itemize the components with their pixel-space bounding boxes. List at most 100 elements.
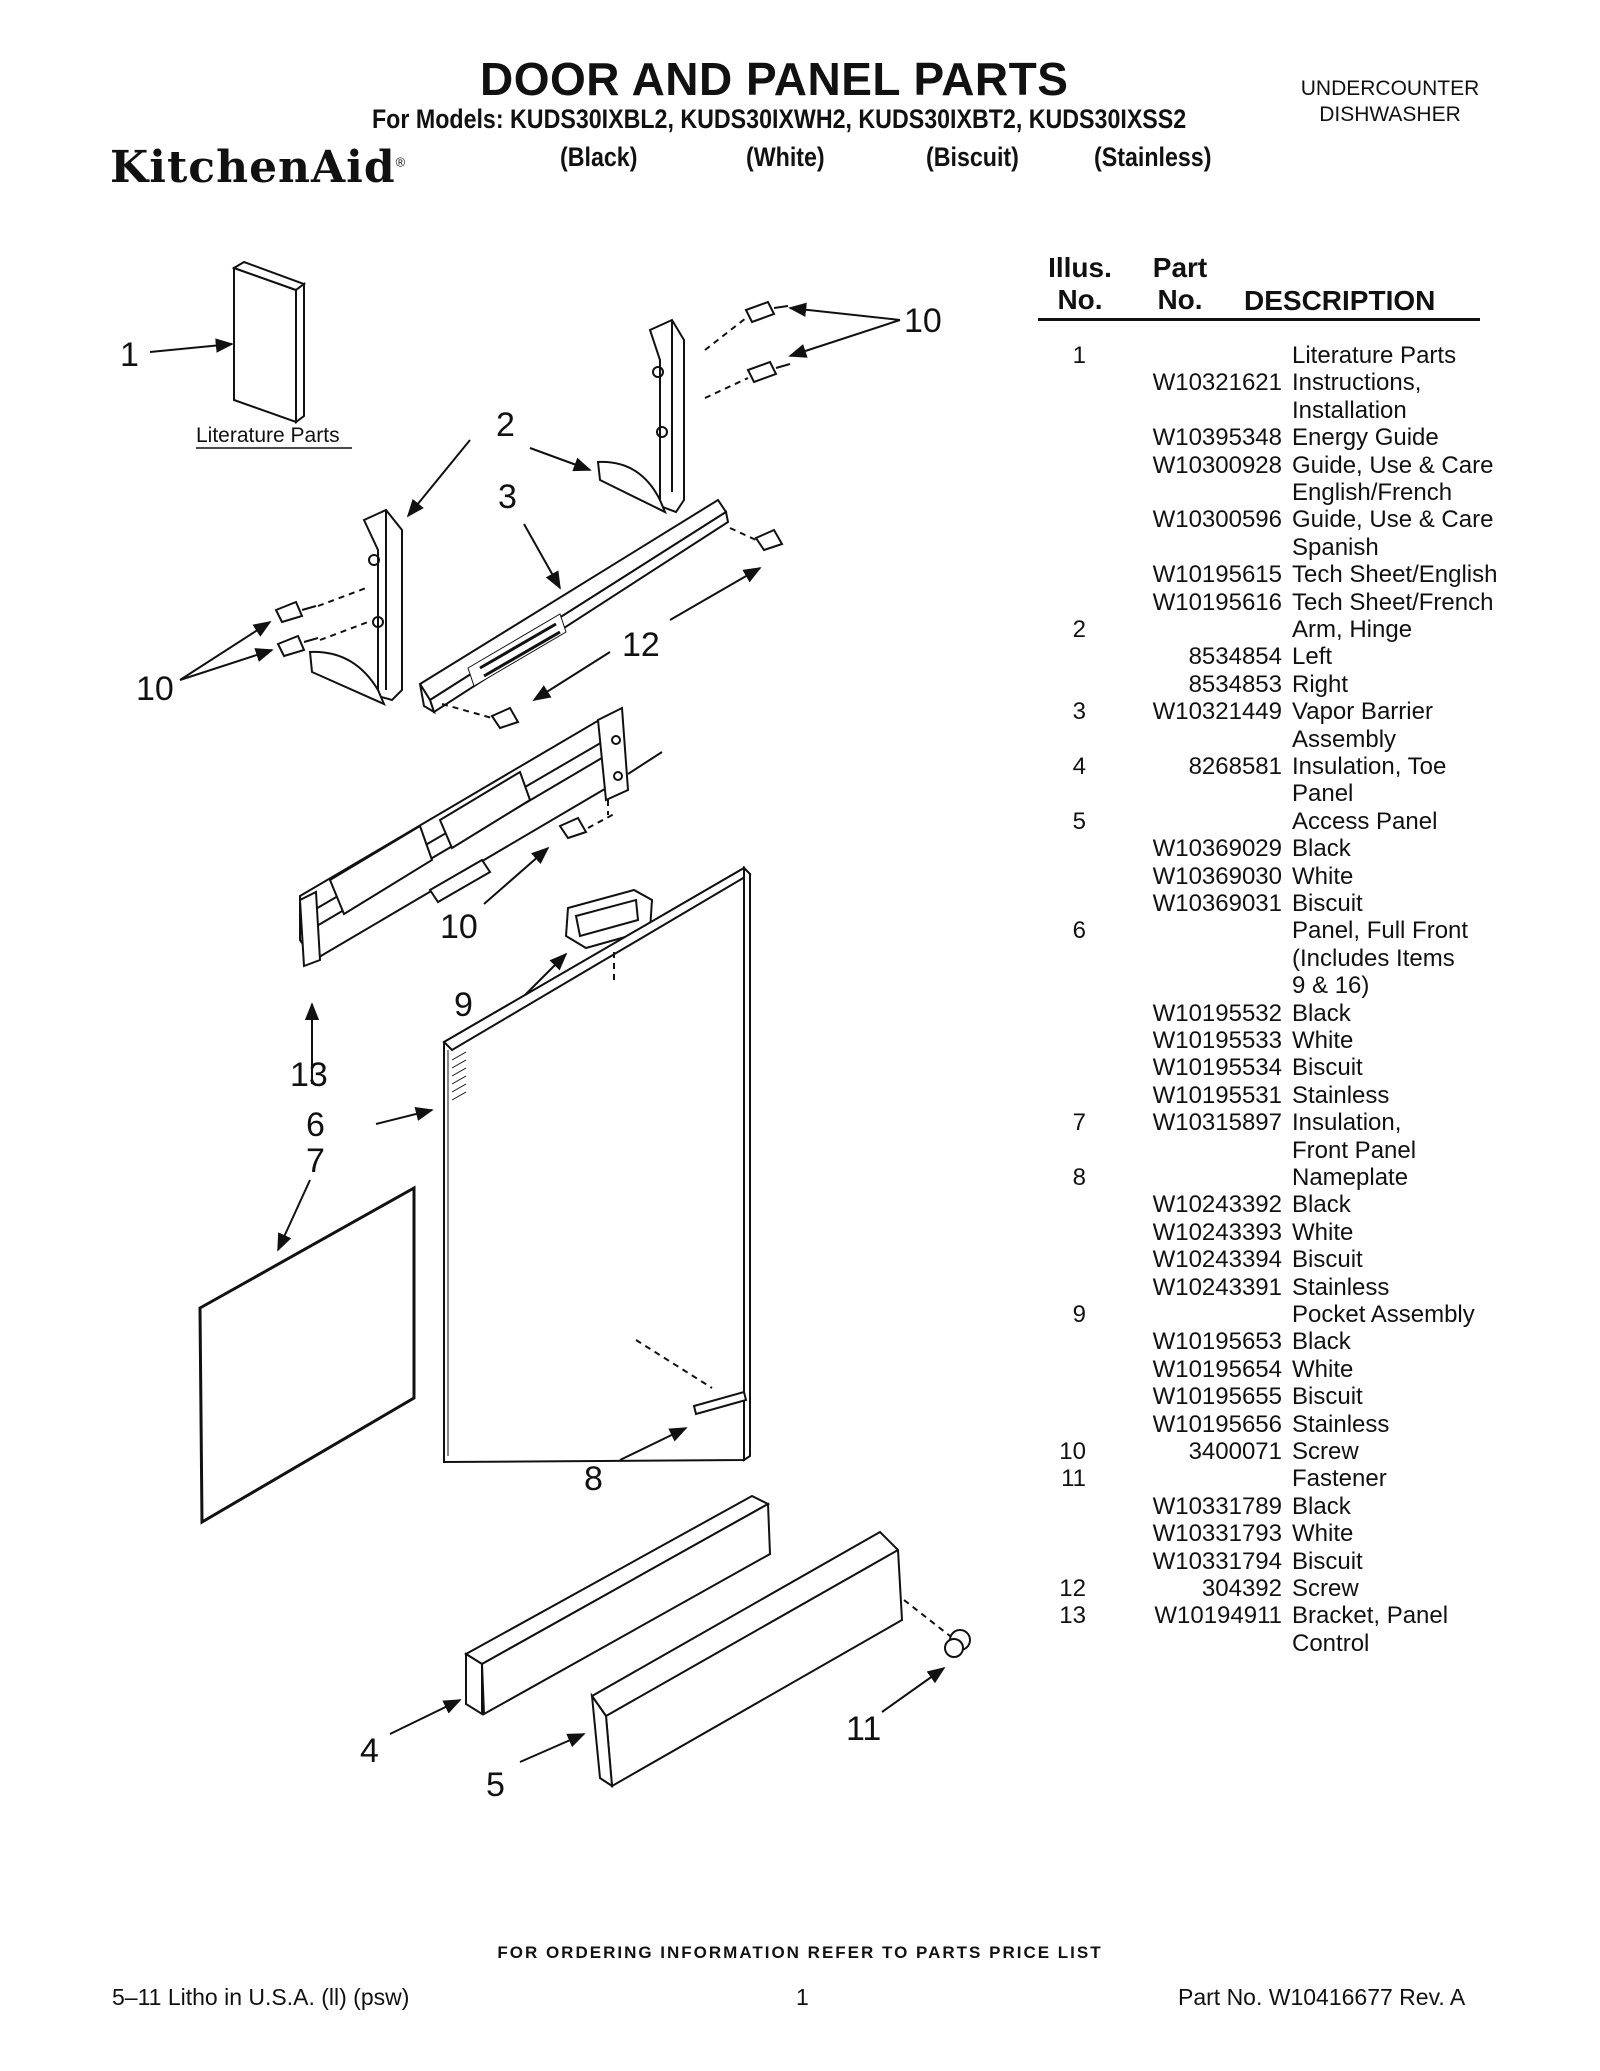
- part-no: W10195615: [1152, 561, 1282, 589]
- part-description: Pocket Assembly: [1292, 1301, 1475, 1328]
- part-description: Left: [1292, 643, 1333, 671]
- part-description: White: [1292, 1218, 1354, 1246]
- part-description: Panel, Full Front: [1292, 917, 1469, 945]
- part-description: Stainless: [1292, 1410, 1390, 1438]
- part-no: 304392: [1201, 1575, 1282, 1602]
- illus-no: 5: [1072, 807, 1086, 835]
- fastener: [944, 1629, 971, 1658]
- nameplate: [635, 1339, 748, 1416]
- part-no: 3400071: [1188, 1438, 1282, 1465]
- part-no: W10195655: [1152, 1383, 1282, 1411]
- part-no: W10195532: [1152, 999, 1282, 1027]
- part-description: Literature Parts: [1292, 342, 1457, 369]
- table-row: Assembly: [1040, 726, 1500, 753]
- illus-no: 9: [1072, 1301, 1086, 1328]
- part-no: W10195531: [1152, 1081, 1282, 1109]
- part-description: Biscuit: [1292, 1054, 1363, 1082]
- part-no: W10195534: [1152, 1054, 1282, 1082]
- leader-11: [881, 1666, 946, 1713]
- table-row: 9 Pocket Assembly: [1040, 1301, 1500, 1328]
- part-no: W10300596: [1152, 506, 1282, 534]
- part-description: Spanish: [1292, 533, 1379, 561]
- part-description: Right: [1292, 670, 1349, 698]
- description-header: DESCRIPTION: [1244, 285, 1436, 316]
- page-title: DOOR AND PANEL PARTS: [480, 53, 1069, 105]
- part-description: Panel: [1292, 780, 1354, 808]
- leader-12-b: [532, 651, 611, 701]
- part-no: W10300928: [1152, 451, 1282, 479]
- table-row: English/French: [1040, 479, 1500, 506]
- illus-header-line1: Illus.: [1048, 252, 1112, 283]
- part-description: Insulation,: [1292, 1109, 1402, 1137]
- appliance-type: UNDERCOUNTER DISHWASHER: [1280, 76, 1500, 128]
- screw-bracket: [558, 816, 588, 840]
- leader-5: [519, 1733, 586, 1763]
- table-header-rule: [1038, 318, 1480, 321]
- screw-left-1: [274, 600, 317, 624]
- hinge-arm-left: [308, 508, 403, 706]
- front-panel: [442, 865, 752, 1464]
- appliance-line-1: UNDERCOUNTER: [1300, 77, 1480, 100]
- illus-no: 11: [1061, 1465, 1086, 1493]
- vapor-barrier: [418, 498, 730, 715]
- table-row: W10369030 White: [1040, 863, 1500, 890]
- part-description: English/French: [1292, 479, 1453, 506]
- part-description: Arm, Hinge: [1292, 616, 1413, 643]
- brand-name: KitchenAid: [110, 142, 396, 193]
- part-no: W10369030: [1152, 862, 1282, 890]
- illus-header-line2: No.: [1057, 284, 1103, 315]
- table-row: 9 & 16): [1040, 972, 1500, 999]
- illus-no-header: Illus. No.: [1040, 252, 1120, 316]
- callout-12: 12: [622, 626, 660, 664]
- table-row: (Includes Items: [1040, 945, 1500, 972]
- callout-11: 11: [846, 1710, 881, 1748]
- part-description: Black: [1292, 1191, 1351, 1219]
- part-description: White: [1292, 1027, 1354, 1054]
- illus-no: 13: [1059, 1602, 1086, 1630]
- part-description: Nameplate: [1292, 1164, 1409, 1191]
- part-no: 8534854: [1188, 643, 1282, 671]
- part-description: 9 & 16): [1292, 972, 1370, 1000]
- callout-5: 5: [486, 1766, 505, 1804]
- part-description: Black: [1292, 835, 1351, 863]
- part-no: W10331789: [1152, 1492, 1282, 1520]
- control-bracket: [298, 706, 663, 968]
- part-description: Access Panel: [1292, 807, 1438, 835]
- part-description: Screw: [1292, 1438, 1359, 1465]
- part-description: Stainless: [1292, 1273, 1390, 1301]
- part-description: Bracket, Panel: [1292, 1602, 1449, 1630]
- part-description: Biscuit: [1292, 1547, 1363, 1575]
- access-panel: [590, 1530, 904, 1788]
- callout-7: 7: [306, 1142, 325, 1180]
- literature-parts-label: Literature Parts: [196, 424, 340, 447]
- illus-no: 7: [1072, 1109, 1086, 1137]
- screw-top-2: [746, 360, 791, 384]
- part-description: Screw: [1292, 1575, 1359, 1602]
- part-description: Front Panel: [1292, 1136, 1417, 1164]
- part-description: Energy Guide: [1292, 424, 1439, 452]
- callout-3: 3: [498, 478, 517, 516]
- screw-left-2: [276, 634, 319, 658]
- front-panel-insulation: [198, 1185, 416, 1525]
- part-description: Installation: [1292, 396, 1407, 424]
- literature-booklet: [231, 260, 307, 424]
- part-description: White: [1292, 862, 1354, 890]
- part-no: W10195533: [1152, 1027, 1282, 1054]
- part-description: Biscuit: [1292, 890, 1363, 917]
- part-no: W10369031: [1152, 890, 1282, 917]
